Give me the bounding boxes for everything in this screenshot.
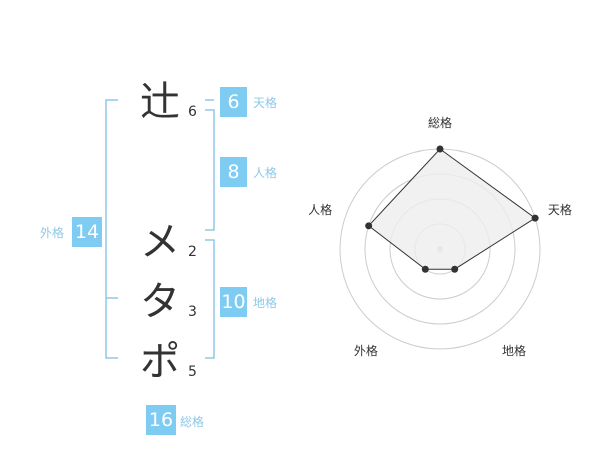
radar-axis-label-4: 外格: [354, 343, 378, 358]
stroke-count-3: 3: [188, 304, 197, 320]
radar-data-polygon: [367, 148, 536, 270]
radar-point-1: [436, 145, 444, 153]
jinkaku-value: 8: [220, 157, 247, 187]
gaikaku-bracket: [105, 99, 118, 359]
jinkaku-label: 人格: [253, 166, 278, 180]
chikaku-label: 地格: [253, 296, 278, 310]
radar-point-3: [451, 265, 459, 273]
radar-point-5: [365, 222, 373, 230]
chikaku-bracket: [205, 239, 215, 359]
name-char-4: ポ: [140, 339, 180, 385]
radar-axis-label-3: 地格: [502, 343, 526, 358]
jinkaku-bracket: [205, 109, 215, 231]
radar-axis-label-1: 総格: [428, 115, 452, 130]
radar-axis-label-5: 人格: [308, 202, 332, 217]
chikaku-value: 10: [220, 287, 247, 317]
stroke-count-2: 2: [188, 244, 197, 260]
stroke-count-1: 6: [188, 104, 197, 120]
name-char-3: タ: [140, 279, 180, 325]
tenkaku-label: 天格: [253, 96, 278, 110]
radar-point-4: [421, 265, 429, 273]
stroke-count-4: 5: [188, 364, 197, 380]
name-char-2: メ: [140, 219, 180, 265]
radar-axis-label-2: 天格: [548, 202, 572, 217]
gaikaku-label: 外格: [40, 226, 65, 240]
soukaku-value: 16: [146, 405, 176, 435]
radar-point-2: [531, 214, 539, 222]
name-char-1: 辻: [140, 79, 180, 125]
gaikaku-value: 14: [72, 217, 102, 247]
tenkaku-value: 6: [220, 87, 247, 117]
soukaku-label: 総格: [180, 415, 205, 429]
